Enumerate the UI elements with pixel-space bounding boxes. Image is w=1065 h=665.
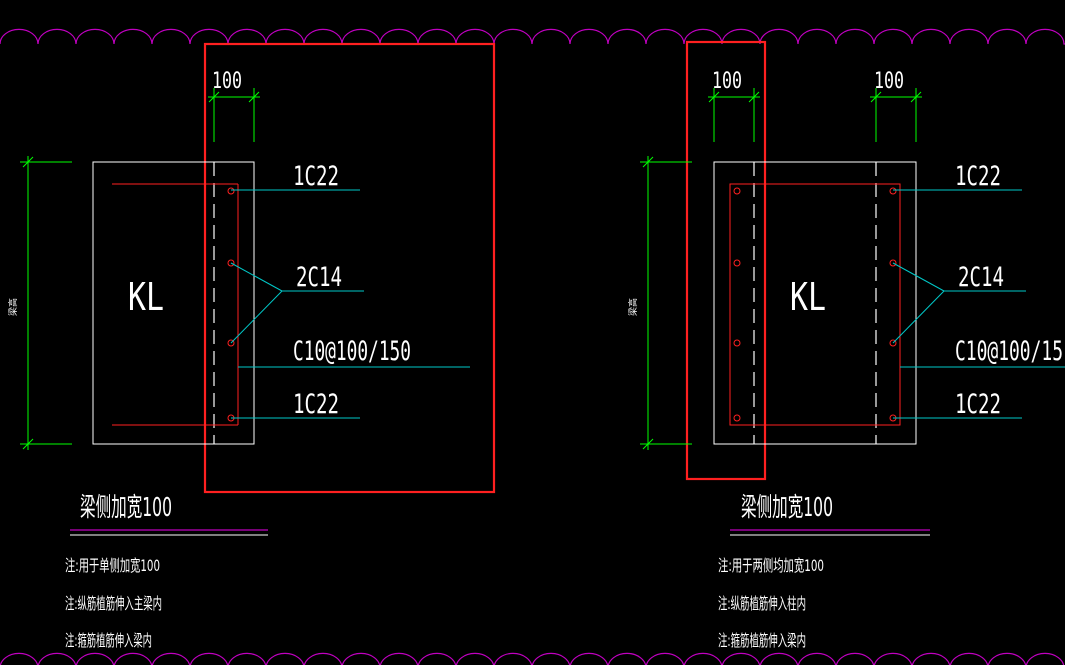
right-rebar-dot <box>733 187 741 195</box>
right-dim1-tick <box>708 91 720 103</box>
right-beam-label: KL <box>790 275 826 319</box>
right-note-2: 注:纵筋植筋伸入柱内 <box>718 594 806 613</box>
left-note-3: 注:箍筋植筋伸入梁内 <box>65 631 152 650</box>
right-callout-side-rebar: 2C14 <box>958 262 1004 293</box>
left-note-2: 注:纵筋植筋伸入主梁内 <box>65 594 162 613</box>
left-leader-2c14-b <box>230 290 283 344</box>
right-rebar-dot <box>889 259 897 267</box>
right-note-1: 注:用于两侧均加宽100 <box>718 556 824 575</box>
left-dim-tick <box>248 91 260 103</box>
right-leader-2c14-a <box>892 262 945 292</box>
left-highlight-box[interactable] <box>203 42 496 494</box>
left-callout-bottom-rebar: 1C22 <box>293 389 339 420</box>
left-dim-label: 100 <box>212 69 242 94</box>
right-rebar-dot <box>889 187 897 195</box>
right-detail-title: 梁侧加宽100 <box>741 493 833 523</box>
right-dim2-tick <box>910 91 922 103</box>
left-height-tick <box>22 156 34 168</box>
left-leader-2c14-a <box>230 262 283 292</box>
right-beam-outline <box>713 161 917 445</box>
right-rebar-dot <box>733 339 741 347</box>
left-callout-side-rebar: 2C14 <box>296 262 342 293</box>
right-leader-2c14-b <box>892 290 945 344</box>
right-callout-bottom-rebar: 1C22 <box>955 389 1001 420</box>
left-note-1: 注:用于单侧加宽100 <box>65 556 160 575</box>
right-detail: 100 100 梁高 KL 1C22 2C14 C10@100/15 1C22 … <box>627 40 1065 650</box>
right-note-3: 注:箍筋植筋伸入梁内 <box>718 631 806 650</box>
right-dim1-tick <box>748 91 760 103</box>
right-dim1-label: 100 <box>712 69 742 94</box>
right-height-tick <box>642 156 654 168</box>
revision-cloud-top <box>0 28 1065 45</box>
left-rebar-dot <box>227 259 235 267</box>
right-height-label: 梁高 <box>627 298 639 316</box>
left-dim-tick <box>208 91 220 103</box>
right-height-tick <box>642 438 654 450</box>
left-rebar-dot <box>227 339 235 347</box>
left-detail: 100 梁高 KL 1C22 2C14 C10@100/150 1C22 梁侧加… <box>7 42 496 650</box>
left-callout-stirrup: C10@100/150 <box>293 336 411 367</box>
right-callout-stirrup: C10@100/15 <box>955 336 1063 367</box>
left-detail-title: 梁侧加宽100 <box>80 493 172 523</box>
left-rebar-dot <box>227 187 235 195</box>
right-rebar-dot <box>733 414 741 422</box>
left-callout-top-rebar: 1C22 <box>293 161 339 192</box>
left-height-label: 梁高 <box>7 298 19 316</box>
right-callout-top-rebar: 1C22 <box>955 161 1001 192</box>
left-beam-outline <box>92 161 255 445</box>
left-height-tick <box>22 438 34 450</box>
right-rebar-dot <box>733 259 741 267</box>
right-dim2-label: 100 <box>874 69 904 94</box>
revision-cloud-bottom <box>0 652 1065 665</box>
right-highlight-box[interactable] <box>685 40 767 481</box>
right-dim2-tick <box>870 91 882 103</box>
right-rebar-dot <box>889 339 897 347</box>
left-beam-label: KL <box>128 275 164 319</box>
right-stirrup <box>729 183 901 426</box>
